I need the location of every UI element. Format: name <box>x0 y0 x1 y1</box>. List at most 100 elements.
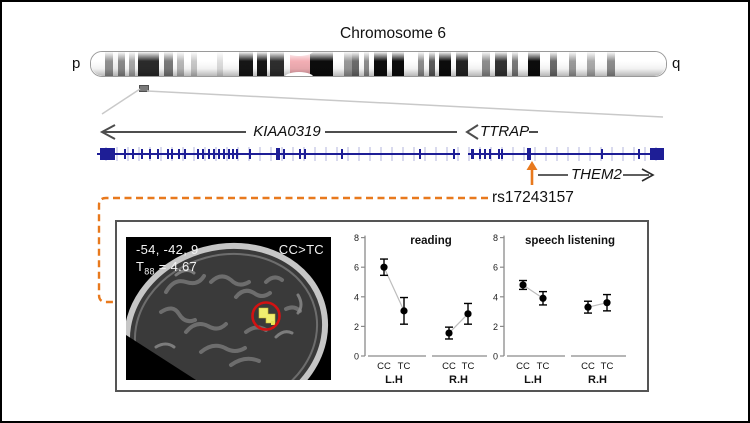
y-tick-label: 2 <box>354 322 359 332</box>
series-connector-line <box>383 266 405 312</box>
exon-tick <box>304 149 306 159</box>
exon-tick <box>208 149 210 159</box>
hemisphere-label: L.H <box>524 374 542 386</box>
plot-title: reading <box>410 235 452 247</box>
y-tick-label: 6 <box>493 263 498 273</box>
neck-shadow <box>126 335 196 380</box>
genotype-label: CC <box>516 361 530 372</box>
exon-tick <box>223 149 225 159</box>
exon-tick <box>197 149 199 159</box>
brain-mri-image: -54, -42, 9 T88 = 4.67 CC>TC <box>126 237 331 380</box>
exon-tick <box>527 148 531 160</box>
exon-tick <box>283 149 285 159</box>
gyri-texture <box>159 274 302 367</box>
exon-tick <box>171 149 173 159</box>
exon-tick <box>124 149 126 159</box>
genotype-label: CC <box>442 361 456 372</box>
exon-tick <box>276 148 280 160</box>
genotype-label: TC <box>601 361 614 372</box>
kiaa0319-gene-label: KIAA0319 <box>253 123 321 140</box>
p-arm-label: p <box>72 55 81 72</box>
y-tick-label: 0 <box>354 352 359 362</box>
intron-line <box>468 153 664 155</box>
terminal-exon-block <box>650 148 664 160</box>
activation-circle-marker <box>251 301 281 331</box>
exon-tick <box>489 149 491 159</box>
zoom-fan-left-line <box>101 88 141 115</box>
y-tick-label: 6 <box>354 263 359 273</box>
genotype-label: TC <box>398 361 411 372</box>
ttrap-gene-label: TTRAP <box>480 123 530 140</box>
exon-tick <box>202 149 204 159</box>
y-tick-label: 4 <box>493 292 498 302</box>
exon-tick <box>157 149 159 159</box>
data-point <box>519 281 527 289</box>
exon-tick <box>638 149 640 159</box>
y-tick-label: 4 <box>354 292 359 302</box>
data-point <box>445 329 453 337</box>
exon-tick <box>218 149 220 159</box>
q-arm-label: q <box>672 55 681 72</box>
y-tick-label: 0 <box>493 352 498 362</box>
figure-title: Chromosome 6 <box>340 25 446 42</box>
exon-tick <box>484 149 486 159</box>
exon-tick <box>132 149 134 159</box>
t-statistic-label: T88 = 4.67 <box>136 259 197 277</box>
them2-gene-label: THEM2 <box>571 166 622 183</box>
t-stat-subscript: 88 <box>144 266 155 277</box>
hemisphere-label: L.H <box>385 374 403 386</box>
t-stat-value: = 4.67 <box>154 259 198 274</box>
exon-tick <box>232 149 234 159</box>
data-point <box>584 303 592 311</box>
contrast-label: CC>TC <box>278 242 324 257</box>
brain-mri-illustration <box>126 237 331 380</box>
gene-model-track <box>97 146 664 162</box>
exon-tick <box>184 149 186 159</box>
them2-arrowhead-icon <box>641 168 655 182</box>
exon-tick <box>498 149 500 159</box>
exon-tick <box>419 149 421 159</box>
exon-tick <box>501 149 503 159</box>
t-stat-prefix: T <box>136 259 145 274</box>
hemisphere-label: R.H <box>449 374 468 386</box>
exon-tick <box>228 149 230 159</box>
data-point <box>539 294 547 302</box>
zoom-fan-right-line <box>146 90 664 118</box>
exon-tick <box>149 149 151 159</box>
kiaa0319-arrowhead-icon <box>99 124 116 140</box>
exon-tick <box>470 149 474 159</box>
exon-tick <box>141 149 143 159</box>
exon-tick <box>453 149 455 159</box>
exon-tick <box>167 149 169 159</box>
exon-tick <box>601 149 603 159</box>
reading-plot: reading 0 2 4 6 8CC TC L.H CC TC R.H <box>354 233 487 386</box>
exon-tick <box>299 149 301 159</box>
y-tick-label: 2 <box>493 322 498 332</box>
y-tick-label: 8 <box>493 233 498 243</box>
series-connector-line <box>522 284 544 299</box>
data-point <box>603 299 611 307</box>
data-point <box>380 263 388 271</box>
ttrap-arrowhead-icon <box>465 124 479 140</box>
y-tick-label: 8 <box>354 233 359 243</box>
terminal-exon-block <box>100 148 115 160</box>
exon-tick <box>249 149 251 159</box>
genotype-label: TC <box>462 361 475 372</box>
genotype-label: CC <box>581 361 595 372</box>
snp-arrow-head-icon <box>526 161 538 170</box>
genotype-label: CC <box>377 361 391 372</box>
mni-coordinates-label: -54, -42, 9 <box>136 242 199 257</box>
series-connector-line <box>448 313 469 334</box>
data-point <box>400 307 408 315</box>
exon-tick <box>178 149 180 159</box>
genotype-label: TC <box>537 361 550 372</box>
plot-title: speech listening <box>525 235 615 247</box>
snp-callout-dashed-line <box>97 196 488 304</box>
exon-tick <box>341 149 343 159</box>
exon-tick <box>479 149 481 159</box>
exon-tick <box>213 149 215 159</box>
